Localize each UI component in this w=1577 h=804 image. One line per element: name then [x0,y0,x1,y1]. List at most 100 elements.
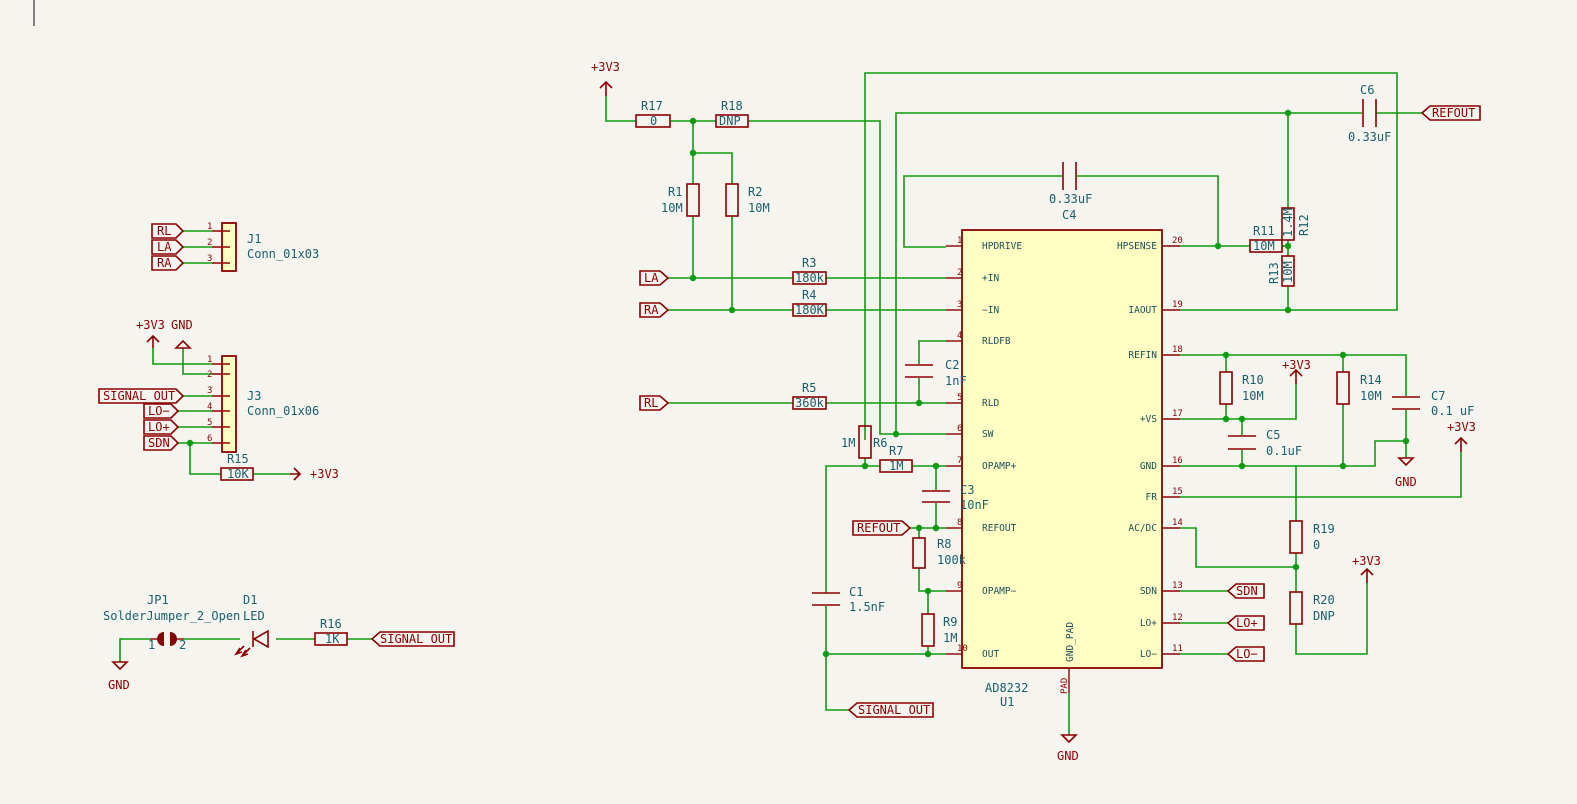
net-label-sdn-j3[interactable]: SDN [143,435,180,451]
resistor-r20[interactable]: R20 DNP [1289,591,1335,625]
resistor-r16[interactable]: R16 1K [314,617,348,646]
c3-ref: C3 [960,483,974,497]
net-label-text: RL [157,224,171,238]
j3-value: Conn_01x06 [247,404,319,418]
r2-value: 10M [748,201,770,215]
net-label-refout-left[interactable]: REFOUT [852,520,912,536]
net-label-text: SIGNAL_OUT [858,703,930,717]
connector-j3[interactable]: 1 2 3 4 5 6 J3 Conn_01x06 [207,355,319,453]
resistor-r17[interactable]: R17 0 [635,99,671,128]
r19-value: 0 [1313,538,1320,552]
r14-value: 10M [1360,389,1382,403]
ic-pin-16-number: 16 [1172,456,1183,466]
power-3v3-j3: +3V3 [136,318,165,348]
r11-value: 10M [1253,239,1275,253]
net-label-text: SDN [148,436,170,450]
solder-jumper-jp1[interactable]: JP1 SolderJumper_2_Open 1 2 [103,593,240,652]
capacitor-c3[interactable]: C3 10nF [922,483,989,512]
led-d1[interactable]: D1 LED [234,593,269,658]
resistor-r19[interactable]: R19 0 [1289,520,1335,554]
capacitor-c7[interactable]: C7 0.1 uF [1392,389,1474,418]
r18-ref: R18 [721,99,743,113]
ic-pin-3-number: 3 [957,300,962,310]
capacitor-c2[interactable]: C2 1nF [905,358,967,388]
net-label-ra[interactable]: RA [639,302,670,318]
ic-pin-7-number: 7 [957,456,962,466]
net-label-la-j1[interactable]: LA [151,239,185,255]
ic-pin-18-name: REFIN [1128,350,1157,361]
net-label-lo-plus-j3[interactable]: LO+ [143,419,180,435]
jp1-value: SolderJumper_2_Open [103,609,240,623]
ic-pin-15-name: FR [1146,492,1158,503]
resistor-r10[interactable]: R10 10M [1219,371,1264,405]
net-label-lo-plus-u1[interactable]: LO+ [1226,615,1265,631]
resistor-r18[interactable]: R18 DNP [715,99,749,128]
resistor-r5[interactable]: R5 360k [792,381,827,410]
net-label-text: SIGNAL_OUT [103,389,175,403]
ic-pin-11-name: LO− [1140,649,1157,660]
ic-pin-19-name: IAOUT [1128,305,1157,316]
net-label-lo-minus-j3[interactable]: LO− [143,403,180,419]
d1-ref: D1 [243,593,257,607]
net-label-text: REFOUT [1432,106,1475,120]
resistor-r6[interactable]: R6 1M [841,425,887,459]
capacitor-c6[interactable]: C6 0.33uF [1348,83,1391,144]
ic-pin-16-name: GND [1140,461,1157,472]
resistor-r13[interactable]: R13 10M [1267,255,1295,287]
resistor-r3[interactable]: R3 180k [792,256,827,285]
resistor-r7[interactable]: R7 1M [879,444,913,473]
r6-value: 1M [841,436,855,450]
resistor-r2[interactable]: R2 10M [725,183,770,217]
net-label-signal-out-u1[interactable]: SIGNAL_OUT [847,702,934,718]
r14-ref: R14 [1360,373,1382,387]
net-label-text: LA [157,240,172,254]
ic-pin-11-number: 11 [1172,644,1183,654]
net-label-refout-right[interactable]: REFOUT [1420,105,1481,121]
r15-ref: R15 [227,452,249,466]
resistor-r8[interactable]: R8 100k [912,537,967,569]
capacitor-c1[interactable]: C1 1.5nF [812,585,885,614]
net-label-rl[interactable]: RL [639,395,670,411]
net-label-text: LO+ [148,420,170,434]
net-label-lo-minus-u1[interactable]: LO− [1226,646,1265,662]
power-gnd-c7: GND [1395,457,1417,489]
net-label-signal-out-j3[interactable]: SIGNAL_OUT [98,388,185,404]
ic-pin-15-number: 15 [1172,487,1183,497]
net-label-text: LO− [148,404,170,418]
resistor-r1[interactable]: R1 10M [661,183,700,217]
ic-pin-18-number: 18 [1172,345,1183,355]
resistor-r15[interactable]: R15 10K [220,452,254,481]
ic-pin-14-number: 14 [1172,518,1183,528]
capacitor-c5[interactable]: C5 0.1uF [1228,428,1302,458]
j3-pin-4: 4 [207,402,212,412]
net-label-signal-out-led[interactable]: SIGNAL_OUT [370,631,455,647]
resistor-r14[interactable]: R14 10M [1336,371,1382,405]
wires [119,72,1462,735]
r5-value: 360k [795,396,825,410]
d1-value: LED [243,609,265,623]
net-label-la[interactable]: LA [639,270,670,286]
resistor-r4[interactable]: R4 180K [792,288,827,317]
ic-body [961,229,1163,669]
c5-ref: C5 [1266,428,1280,442]
j1-pin-3: 3 [207,254,212,264]
r20-ref: R20 [1313,593,1335,607]
net-label-sdn-u1[interactable]: SDN [1226,583,1265,599]
resistor-r9[interactable]: R9 1M [921,613,957,647]
ic-pin-8-name: REFOUT [982,523,1017,534]
resistor-r11[interactable]: R11 10M [1249,224,1283,253]
ic-pin-7-name: OPAMP+ [982,461,1017,472]
ic-pin-5-number: 5 [957,393,962,403]
resistor-r12[interactable]: R12 1.4M [1281,207,1311,241]
capacitor-c4[interactable]: 0.33uF C4 [1049,162,1092,222]
net-label-rl-j1[interactable]: RL [151,223,185,239]
connector-j1[interactable]: 1 2 3 J1 Conn_01x03 [207,222,319,272]
j1-value: Conn_01x03 [247,247,319,261]
power-gnd-label: GND [108,678,130,692]
net-label-text: LA [644,271,659,285]
ic-pin-13-number: 13 [1172,581,1183,591]
r20-value: DNP [1313,609,1335,623]
net-label-ra-j1[interactable]: RA [151,255,185,271]
